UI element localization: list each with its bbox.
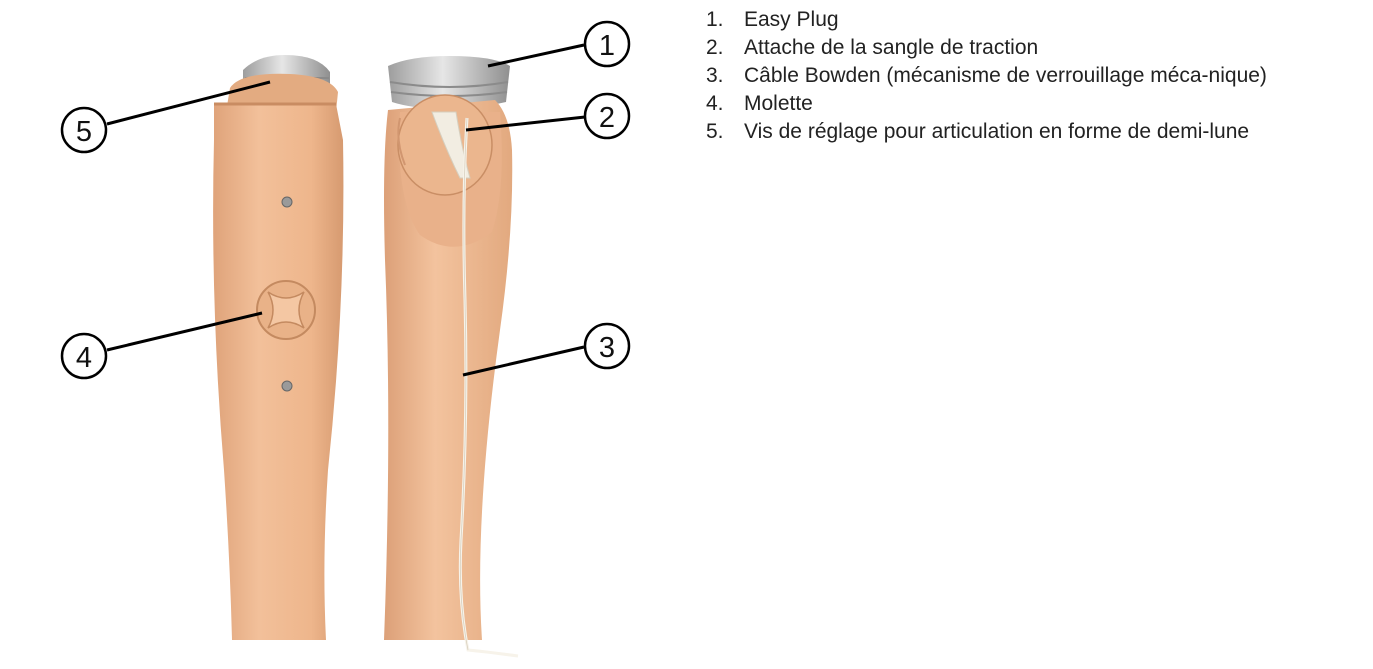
left-body (213, 104, 343, 640)
left-screw-top (282, 197, 292, 207)
svg-text:1: 1 (599, 30, 615, 62)
left-prosthesis (213, 55, 343, 640)
legend-item: 4. Molette (706, 90, 1336, 118)
callout-1: 1 (585, 22, 629, 66)
legend-number: 4. (706, 90, 744, 118)
legend-item: 2. Attache de la sangle de traction (706, 34, 1336, 62)
callout-3: 3 (585, 324, 629, 368)
prosthesis-figure: 1 2 3 4 5 (0, 0, 680, 669)
callout-leaders (107, 45, 585, 375)
legend-number: 2. (706, 34, 744, 62)
legend-number: 5. (706, 118, 744, 146)
callout-4: 4 (62, 334, 106, 378)
callout-5: 5 (62, 108, 106, 152)
leader-1 (488, 45, 584, 66)
legend-item: 3. Câble Bowden (mécanisme de verrouilla… (706, 62, 1336, 90)
parts-legend: 1. Easy Plug 2. Attache de la sangle de … (706, 6, 1336, 146)
legend-item: 1. Easy Plug (706, 6, 1336, 34)
svg-text:5: 5 (76, 116, 92, 148)
svg-text:3: 3 (599, 332, 615, 364)
legend-number: 3. (706, 62, 744, 90)
legend-text: Câble Bowden (mécanisme de verrouillage … (744, 62, 1336, 90)
legend-number: 1. (706, 6, 744, 34)
legend-text: Vis de réglage pour articulation en form… (744, 118, 1336, 146)
svg-text:4: 4 (76, 342, 92, 374)
right-prosthesis (384, 56, 518, 656)
svg-text:2: 2 (599, 102, 615, 134)
callout-2: 2 (585, 94, 629, 138)
legend-text: Easy Plug (744, 6, 1336, 34)
left-screw-bottom (282, 381, 292, 391)
legend-text: Attache de la sangle de traction (744, 34, 1336, 62)
legend-item: 5. Vis de réglage pour articulation en f… (706, 118, 1336, 146)
legend-text: Molette (744, 90, 1336, 118)
